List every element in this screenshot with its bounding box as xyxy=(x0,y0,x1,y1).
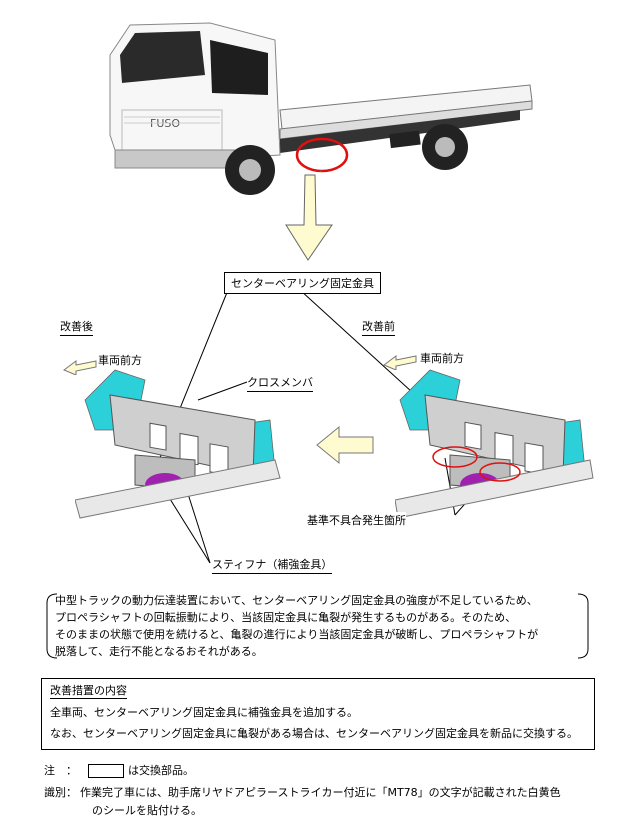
description-line: 中型トラックの動力伝達装置において、センターベアリング固定金具の強度が不足してい… xyxy=(55,594,538,607)
description-text: 中型トラックの動力伝達装置において、センターベアリング固定金具の強度が不足してい… xyxy=(55,592,538,660)
ident-row: 識別： 作業完了車には、助手席リヤドアピラーストライカー付近に「MT78」の文字… xyxy=(44,784,604,820)
right-bracket xyxy=(577,593,589,659)
truck-illustration: FUSO xyxy=(109,22,533,195)
note-label: 注 ： xyxy=(44,764,77,777)
defect-location-label: 基準不具合発生箇所 xyxy=(307,512,406,528)
crack-highlight xyxy=(432,446,478,468)
down-arrow-icon xyxy=(285,170,333,261)
ident-line: 作業完了車には、助手席リヤドアピラーストライカー付近に「MT78」の文字が記載さ… xyxy=(80,786,561,799)
stiffener-label: スティフナ（補強金具） xyxy=(212,556,333,574)
description-box: 中型トラックの動力伝達装置において、センターベアリング固定金具の強度が不足してい… xyxy=(45,593,590,659)
cross-member-after-illustration xyxy=(75,369,281,519)
ident-label: 識別： xyxy=(44,786,77,799)
after-heading: 改善後 xyxy=(60,318,93,336)
left-bracket xyxy=(46,593,58,659)
description-line: プロペラシャフトの回転振動により、当該固定金具に亀裂が発生するものがある。そのた… xyxy=(55,611,517,624)
vehicle-front-arrow-icon xyxy=(383,355,417,370)
cross-member-before-illustration xyxy=(395,369,594,519)
center-bearing-label: センターベアリング固定金具 xyxy=(224,272,381,294)
cross-member-label: クロスメンバ xyxy=(247,374,313,392)
vehicle-front-label-before: 車両前方 xyxy=(420,352,464,365)
defect-location-highlight xyxy=(295,137,349,173)
note-text: は交換部品。 xyxy=(128,764,194,777)
crack-highlight xyxy=(479,462,521,482)
measures-line: 全車両、センターベアリング固定金具に補強金具を追加する。 xyxy=(50,706,358,719)
description-line: 脱落して、走行不能となるおそれがある。 xyxy=(55,645,263,658)
measures-line: なお、センターベアリング固定金具に亀裂がある場合は、センターベアリング固定金具を… xyxy=(50,727,578,740)
before-heading: 改善前 xyxy=(362,318,395,336)
measures-box: 改善措置の内容 全車両、センターベアリング固定金具に補強金具を追加する。 なお、… xyxy=(41,678,595,750)
vehicle-front-label-after: 車両前方 xyxy=(98,354,142,367)
note-row: 注 ： は交換部品。 xyxy=(44,762,604,780)
description-line: そのままの状態で使用を続けると、亀裂の進行により当該固定金具が破断し、プロペラシ… xyxy=(55,628,539,641)
replacement-part-swatch xyxy=(88,764,124,778)
measures-title: 改善措置の内容 xyxy=(50,684,127,699)
left-arrow-icon xyxy=(316,425,374,465)
ident-line: のシールを貼付ける。 xyxy=(92,804,202,817)
notes: 注 ： は交換部品。 識別： 作業完了車には、助手席リヤドアピラーストライカー付… xyxy=(44,762,604,820)
vehicle-front-arrow-icon xyxy=(63,360,97,375)
